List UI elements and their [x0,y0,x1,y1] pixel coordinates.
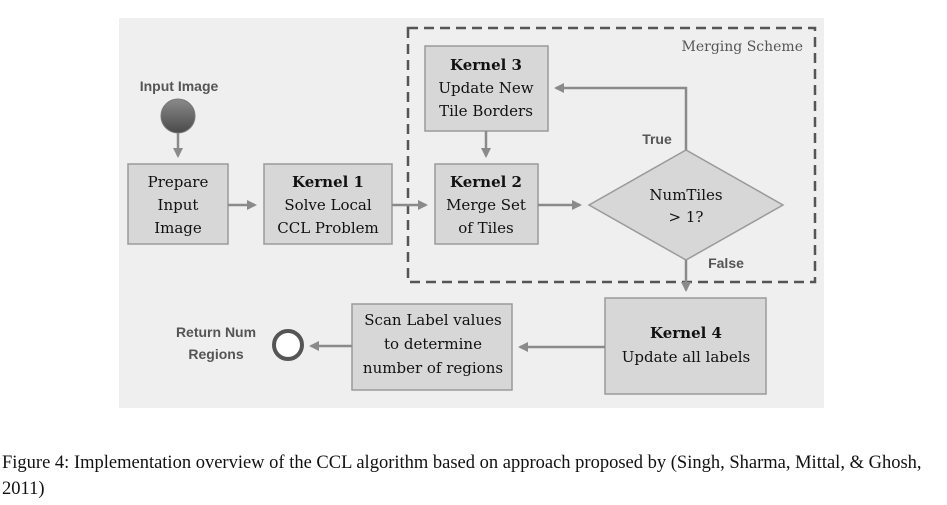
kernel2-line-2: of Tiles [458,219,514,237]
prepare-input-box [127,163,229,245]
prepare-line-2: Input [158,196,199,214]
kernel1-title: Kernel 1 [292,173,364,191]
false-label: False [708,255,744,271]
merging-scheme-region [406,26,817,284]
arrow-decision-true-to-kernel3 [554,83,688,150]
input-image-node [160,98,196,134]
kernel2-line-1: Merge Set [446,196,526,214]
scan-labels-box [351,303,513,391]
kernel3-line-1: Update New [438,79,533,97]
kernel2-box [434,163,539,245]
prepare-line-1: Prepare [148,173,209,191]
kernel3-box [424,45,549,132]
scan-line-3: number of regions [363,359,503,377]
scan-line-1: Scan Label values [364,311,501,329]
input-image-label: Input Image [140,78,219,94]
kernel3-title: Kernel 3 [450,56,522,74]
decision-line-1: NumTiles [649,186,722,204]
return-label-line-1: Return Num [176,324,256,340]
kernel4-line-1: Update all labels [622,348,750,366]
prepare-line-3: Image [154,219,202,237]
true-label: True [642,131,672,147]
kernel4-title: Kernel 4 [650,324,722,342]
return-label-line-2: Regions [188,346,243,362]
return-node [272,329,304,361]
kernel2-title: Kernel 2 [450,173,522,191]
figure-caption: Figure 4: Implementation overview of the… [2,453,922,499]
decision-line-2: > 1? [669,208,704,226]
kernel4-box [604,297,767,395]
merging-scheme-label: Merging Scheme [682,39,803,55]
kernel1-line-2: CCL Problem [277,219,378,237]
kernel1-line-1: Solve Local [284,196,372,214]
kernel3-line-2: Tile Borders [439,102,533,120]
decision-diamond [587,149,785,261]
scan-line-2: to determine [384,335,482,353]
